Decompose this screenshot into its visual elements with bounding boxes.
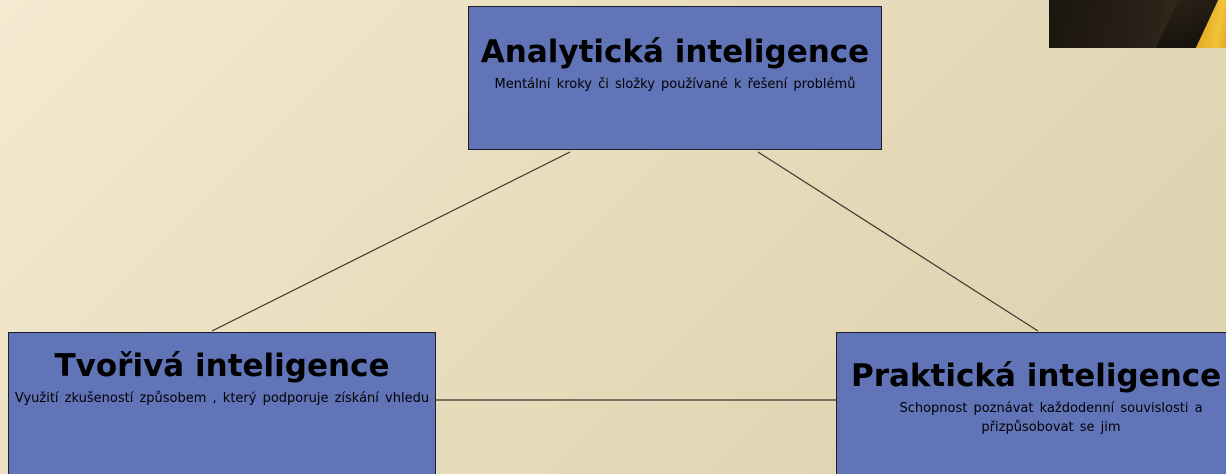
edge-analytic-creative <box>211 151 571 332</box>
node-description: Mentální kroky či složky používané k řeš… <box>494 77 856 93</box>
node-creative-intelligence: Tvořivá inteligence Využití zkušeností z… <box>8 332 436 474</box>
node-analytic-intelligence: Analytická inteligence Mentální kroky či… <box>468 6 882 150</box>
node-description-line-1: Schopnost poznávat každodenní souvislost… <box>899 401 1203 417</box>
node-description-line-2: přizpůsobovat se jim <box>981 420 1121 436</box>
node-title: Tvořivá inteligence <box>54 348 390 384</box>
photo-figure <box>1155 0 1219 48</box>
node-title: Praktická inteligence <box>851 358 1222 394</box>
edge-analytic-practical <box>757 151 1039 332</box>
node-description: Využití zkušeností způsobem , který podp… <box>14 391 430 407</box>
node-title: Analytická inteligence <box>480 34 870 70</box>
node-practical-intelligence: Praktická inteligence Schopnost poznávat… <box>836 332 1226 474</box>
corner-photo <box>1049 0 1226 48</box>
